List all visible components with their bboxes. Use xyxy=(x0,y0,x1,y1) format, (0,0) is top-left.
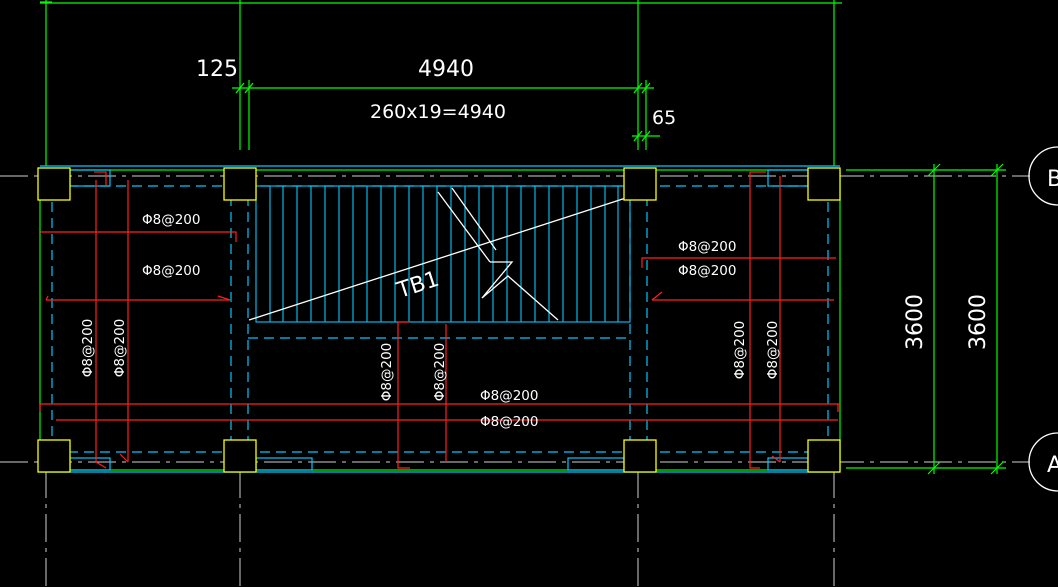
svg-text:A: A xyxy=(1047,453,1058,478)
axis-bubble-a[interactable]: A xyxy=(1028,432,1058,492)
column-a1[interactable] xyxy=(37,439,71,473)
rebar-lines xyxy=(39,171,840,469)
column-a2[interactable] xyxy=(223,439,257,473)
rebar-label-mid-vert-1: Φ8@200 xyxy=(379,343,395,401)
stair-flight[interactable] xyxy=(255,185,631,323)
slab-frame xyxy=(39,169,841,471)
rebar-label-right-vert-2: Φ8@200 xyxy=(765,321,781,379)
extension-lines xyxy=(40,0,842,166)
rebar-label-left-vert-2: Φ8@200 xyxy=(112,319,128,377)
rebar-label-bottom-1: Φ8@200 xyxy=(480,388,538,404)
rebar-label-right-top-1: Φ8@200 xyxy=(678,239,736,255)
stair-flight-outline xyxy=(255,185,631,323)
rebar-label-right-top-2: Φ8@200 xyxy=(678,263,736,279)
rebar-label-right-vert-1: Φ8@200 xyxy=(732,321,748,379)
dim-depth-inner: 3600 xyxy=(903,294,928,350)
column-a3[interactable] xyxy=(623,439,657,473)
dim-tread-calc: 260x19=4940 xyxy=(370,101,506,123)
column-b1[interactable] xyxy=(37,167,71,201)
rebar-label-mid-vert-2: Φ8@200 xyxy=(432,343,448,401)
stair-break-line xyxy=(248,187,633,321)
dim-span-total: 4940 xyxy=(418,57,474,82)
svg-text:B: B xyxy=(1047,167,1058,192)
rebar-label-left-top-2: Φ8@200 xyxy=(142,263,200,279)
right-dimension xyxy=(846,163,1006,475)
rebar-label-left-vert-1: Φ8@200 xyxy=(80,319,96,377)
column-b2[interactable] xyxy=(223,167,257,201)
column-b3[interactable] xyxy=(623,167,657,201)
dim-depth-outer: 3600 xyxy=(966,294,991,350)
dim-left-offset: 125 xyxy=(196,57,238,82)
dim-right-offset: 65 xyxy=(652,107,676,129)
axis-bubble-b[interactable]: B xyxy=(1028,146,1058,206)
column-a4[interactable] xyxy=(807,439,841,473)
stair-label-tb1: TB1 xyxy=(393,267,442,304)
rebar-label-bottom-2: Φ8@200 xyxy=(480,414,538,430)
top-dimension xyxy=(232,82,660,142)
column-b4[interactable] xyxy=(807,167,841,201)
columns xyxy=(37,167,841,473)
rebar-label-left-top-1: Φ8@200 xyxy=(142,212,200,228)
axis-lines xyxy=(0,175,1030,587)
